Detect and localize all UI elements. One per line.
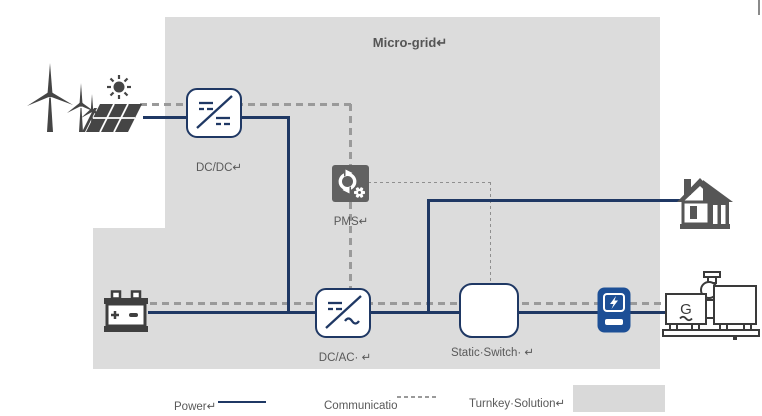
- diagram-title: Micro-grid↵: [372, 35, 448, 50]
- comm-line-renewables-to-pms: [140, 103, 352, 106]
- page-edge-bar: [758, 0, 760, 15]
- wind-solar-icon: [27, 63, 142, 133]
- dc-dc-label: DC/DC↵: [195, 162, 243, 174]
- dc-ac-converter-symbol: [324, 295, 362, 329]
- power-line-house-down: [427, 199, 430, 313]
- house-icon: [677, 178, 733, 229]
- power-line-bottom-bus: [148, 311, 666, 314]
- power-line-dcdc-down: [287, 116, 290, 313]
- dc-dc-converter-box: [186, 88, 242, 138]
- legend-power-label: Power↵: [174, 401, 217, 413]
- legend-turnkey-swatch: [573, 385, 665, 412]
- comm-line-down-to-pms: [349, 104, 352, 165]
- legend-power-line-sample: [218, 401, 266, 403]
- pms-tile: [332, 165, 369, 207]
- pms-label: PMS↵: [333, 216, 369, 228]
- static-switch-box: [459, 283, 519, 338]
- battery-icon: [104, 290, 148, 332]
- generator-letter: G: [680, 301, 692, 318]
- energy-meter-icon: [597, 287, 631, 333]
- legend-communication-line-sample: [397, 396, 438, 398]
- comm-line-bottom-bus: [150, 302, 664, 305]
- power-line-to-house: [427, 199, 681, 202]
- static-switch-label: Static·Switch· ↵: [450, 347, 535, 359]
- generator-icon: G: [662, 271, 760, 340]
- comm-line-pms-to-switch-h: [368, 182, 491, 184]
- dc-ac-label: DC/AC· ↵: [318, 352, 372, 364]
- legend-communication-label: Communicatio: [324, 400, 398, 412]
- turnkey-region-main: [165, 17, 660, 369]
- legend-turnkey-label: Turnkey·Solution↵: [469, 398, 566, 410]
- comm-line-pms-to-switch-v: [490, 182, 492, 283]
- pms-sync-gear-icon: [332, 165, 369, 202]
- dc-dc-converter-symbol: [195, 95, 233, 129]
- comm-line-pms-to-dcac: [349, 202, 352, 288]
- dc-ac-converter-box: [315, 288, 371, 338]
